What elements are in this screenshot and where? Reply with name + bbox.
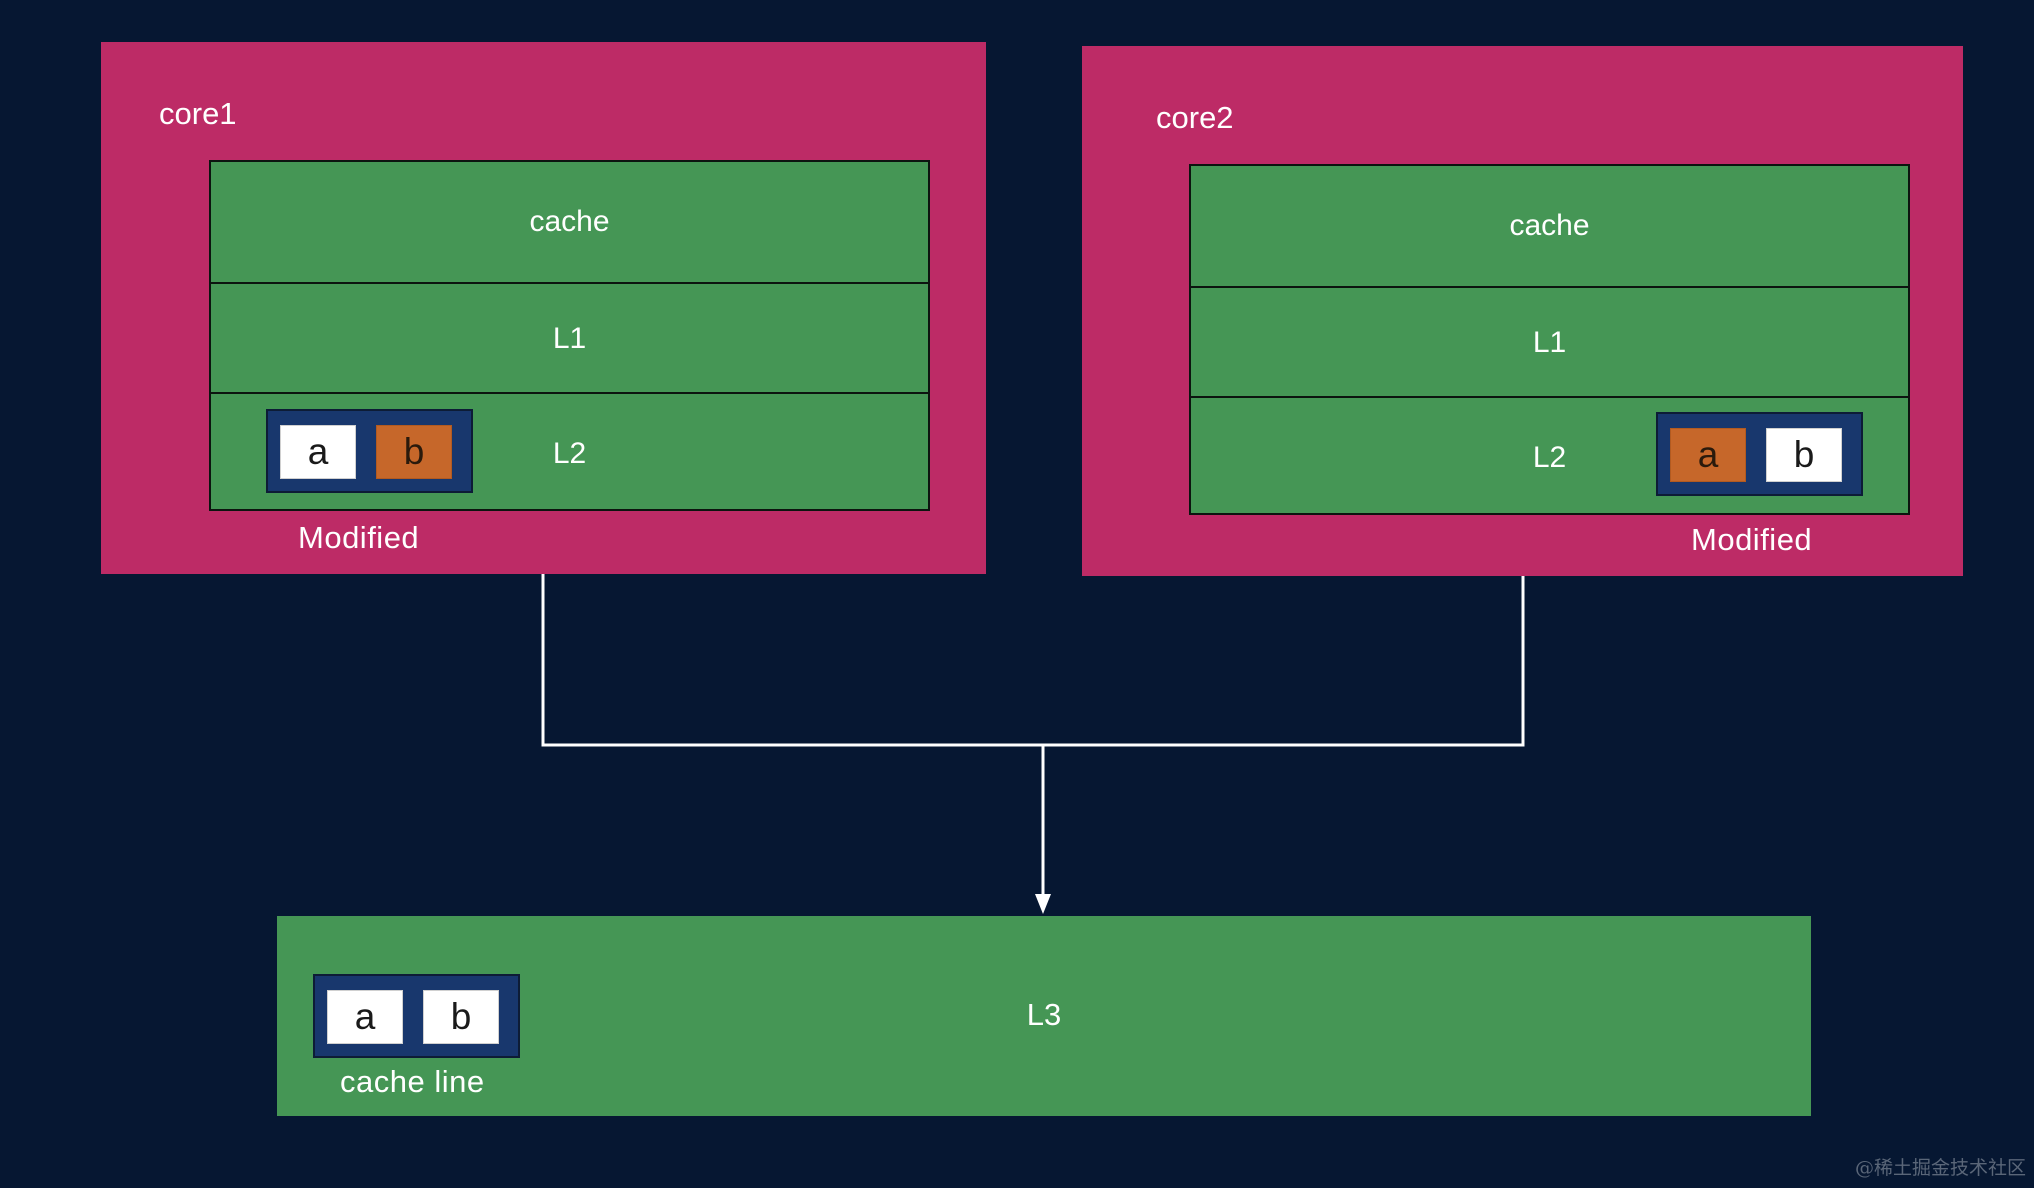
core2-cacheline: a b [1656,412,1863,496]
core2-cell-b: b [1766,428,1842,482]
core1-l2-row: L2 [211,392,928,513]
core2-modified-label: Modified [1691,522,1813,557]
core1-to-bus-line [541,574,1043,747]
core2-to-bus-line [1043,576,1525,747]
watermark: @稀土掘金技术社区 [1854,1157,2026,1179]
l3-cacheline-label: cache line [340,1064,485,1099]
l3-cell-b: b [423,990,499,1044]
core1-l2-label: L2 [552,436,587,470]
core1-l1-label: L1 [211,282,928,394]
core2-l2-row: L2 [1191,396,1908,517]
core1-box: core1 cache L1 L2 a b Modified [101,42,986,574]
arrow-down-icon [1035,894,1051,914]
core1-cell-b-modified: b [376,425,452,479]
core1-cacheline: a b [266,409,473,493]
core1-modified-label: Modified [298,520,420,555]
l3-label: L3 [1026,997,1062,1032]
core2-l2-label: L2 [1532,440,1567,474]
core2-title: core2 [1156,100,1234,135]
core2-cache-label: cache [1509,209,1590,242]
core2-l1-label: L1 [1191,286,1908,398]
core2-cell-a-modified: a [1670,428,1746,482]
l3-cache-block: L3 a b cache line [277,916,1811,1116]
core1-title: core1 [159,96,237,131]
core2-box: core2 cache L1 L2 a b Modified [1082,46,1963,576]
l3-cacheline: a b [313,974,520,1058]
core1-cache-label: cache [529,205,610,238]
l3-cell-a: a [327,990,403,1044]
core1-cell-a: a [280,425,356,479]
